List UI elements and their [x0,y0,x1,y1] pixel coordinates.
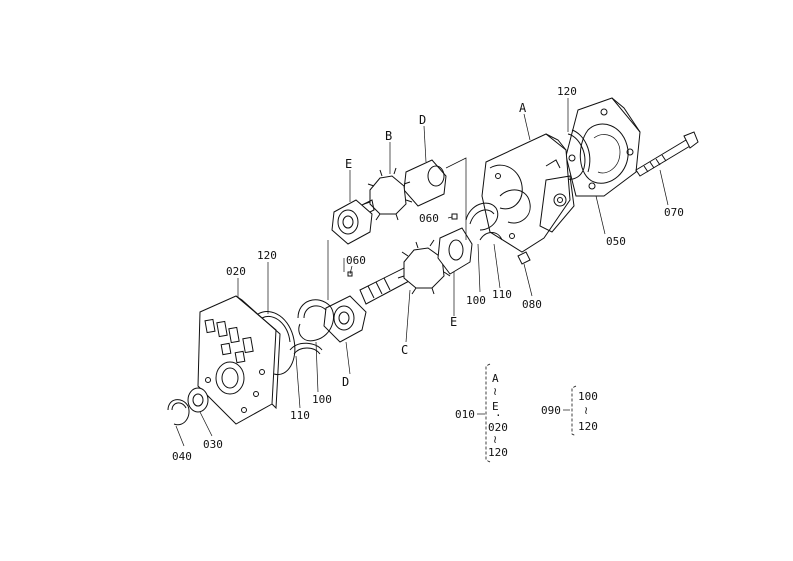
gear-B [359,167,413,221]
label-100-upper: 100 [466,294,486,307]
seal-ring-100-lower [297,299,334,342]
label-E-lower: E [450,315,457,329]
legend-090: 090 100 ≀ 120 [541,385,598,437]
legend-010-code: 010 [455,408,475,421]
legend-010-item-3: 020 [488,421,508,434]
label-A: A [519,101,527,115]
bushing-D-upper [403,159,447,207]
legend-090-range-mark: ≀ [584,404,588,417]
guide-lines [327,157,467,300]
legend-010-range-mark-1: ≀ [493,385,497,398]
legend-010-item-2: E [492,400,499,413]
label-E-upper: E [345,157,352,171]
legend-090-code: 090 [541,404,561,417]
legend-010-range-mark-2: ≀ [493,433,497,446]
label-120-lower: 120 [257,249,277,262]
bushing-E-lower [437,227,473,275]
label-100-lower: 100 [312,393,332,406]
backup-ring-110-lower [289,342,323,355]
label-020: 020 [226,265,246,278]
label-030: 030 [203,438,223,451]
label-060-upper: 060 [419,212,439,225]
legend-010-item-1: A [492,372,499,385]
rear-cover-050 [565,97,641,197]
legend-010: 010 A ≀ E · 020 ≀ 120 [455,363,508,463]
label-060-lower: 060 [346,254,366,267]
label-110-lower: 110 [290,409,310,422]
label-D-lower: D [342,375,349,389]
label-120-upper: 120 [557,85,577,98]
shaft-C [359,239,451,305]
label-070: 070 [664,206,684,219]
label-C: C [401,343,408,357]
part-labels: A 120 B D E 060 050 070 080 100 110 E C … [172,85,684,463]
label-040: 040 [172,450,192,463]
backup-ring-110-upper [479,232,503,241]
legend-090-item-1: 100 [578,390,598,403]
bushing-D-lower [323,295,367,343]
label-D-upper: D [419,113,426,127]
pin-080 [517,251,531,265]
seal-ring-100-upper [465,202,499,231]
leader-lines [175,98,669,447]
snap-ring-040 [167,399,190,426]
pin-060-upper [451,213,458,220]
label-050: 050 [606,235,626,248]
legend-010-item-4: 120 [488,446,508,459]
label-B: B [385,129,392,143]
label-110-upper: 110 [492,288,512,301]
front-cover-020 [197,295,281,425]
bushing-E-upper [331,199,373,245]
legend-090-item-2: 120 [578,420,598,433]
bolt-070 [635,131,699,177]
housing-A [481,133,575,253]
label-080: 080 [522,298,542,311]
legend-010-dot: · [495,409,502,422]
oil-seal-030 [187,387,209,413]
